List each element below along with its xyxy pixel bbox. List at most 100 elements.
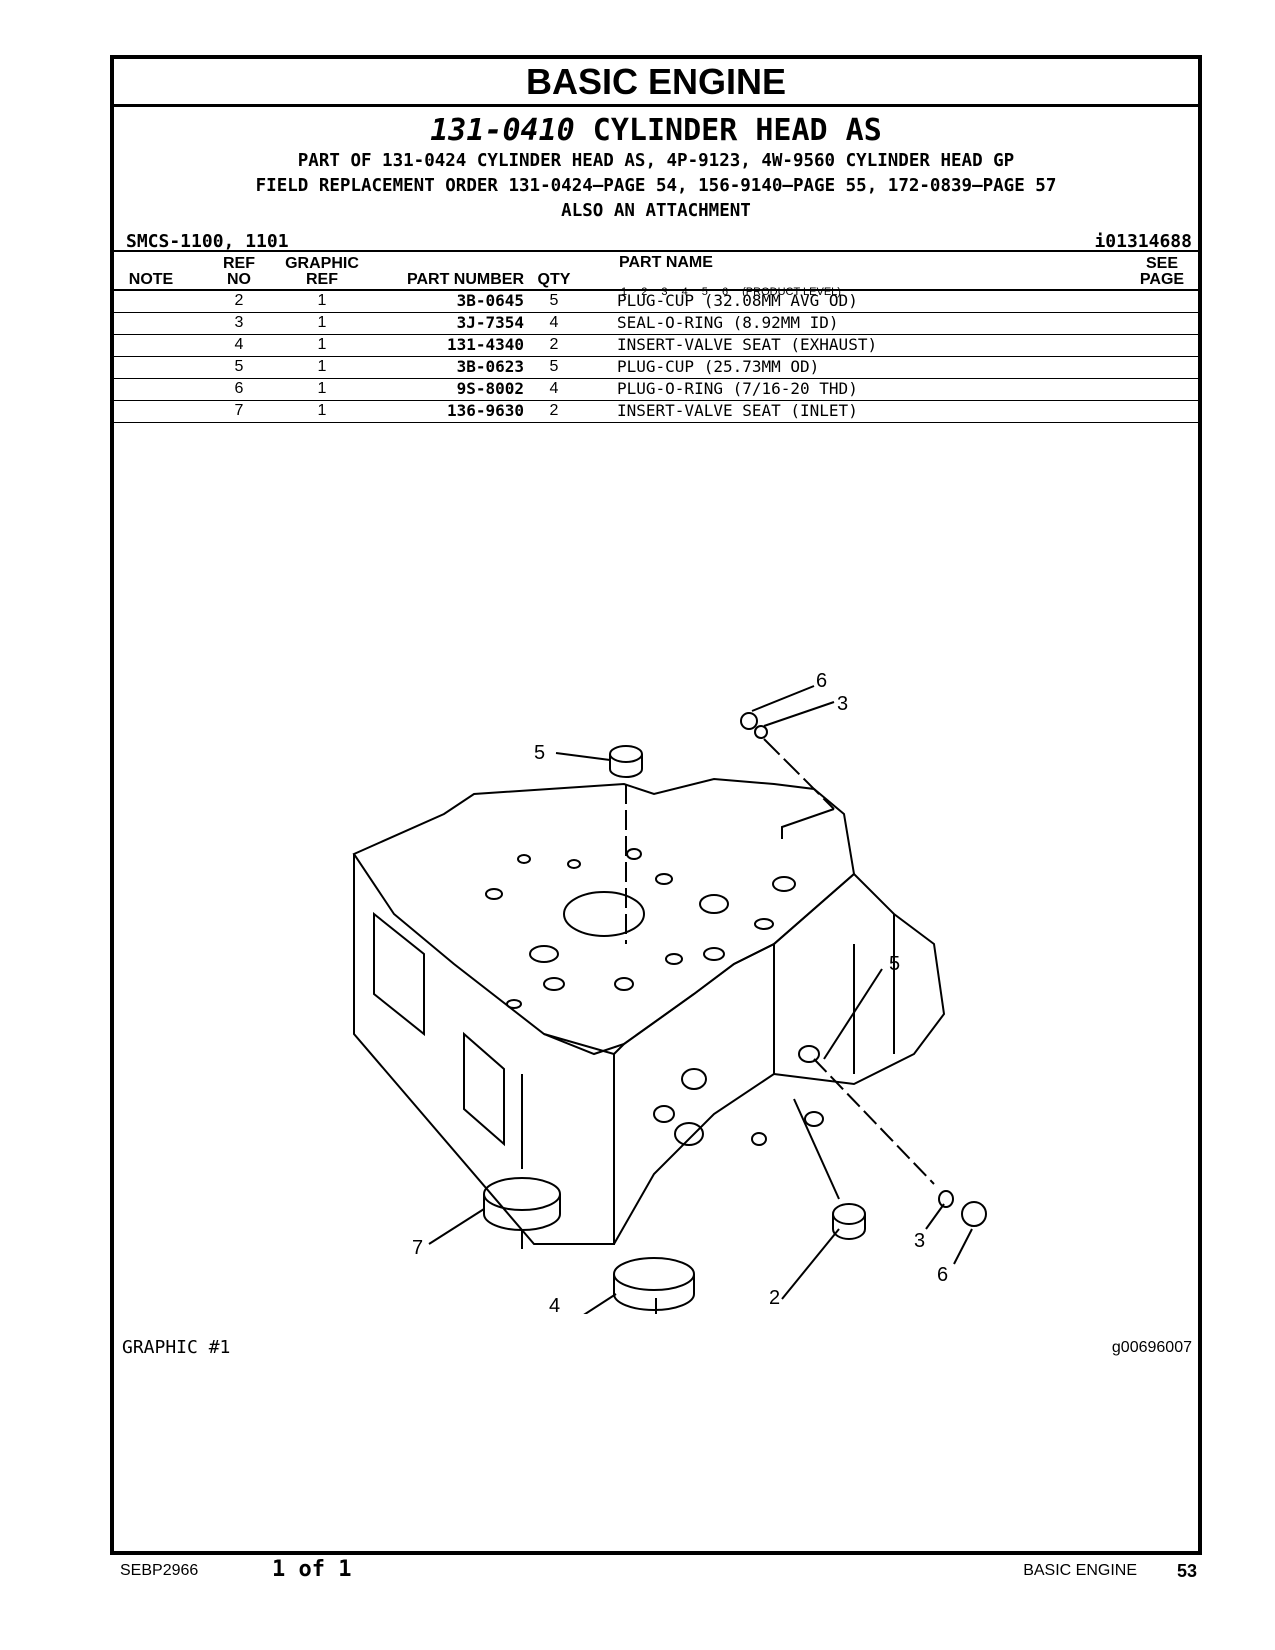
document-id: i01314688 [1094,231,1192,252]
field-replacement-line: FIELD REPLACEMENT ORDER 131-0424—PAGE 54… [255,176,1057,196]
callout-6-bottom: 6 [937,1264,948,1286]
table-row: 4 1 131-4340 2 INSERT-VALVE SEAT (EXHAUS… [114,334,1198,356]
row-part-name: SEAL-O-RING (8.92MM ID) [617,313,839,332]
col-part-name: PART NAME [619,254,713,271]
col-graphic-ref-bottom: REF [306,271,338,288]
callout-5-right: 5 [889,953,900,975]
row-divider [114,422,1198,423]
product-level-6: 6 [721,286,729,298]
row-part-name: PLUG-O-RING (7/16-20 THD) [617,379,858,398]
row-part-number: 9S-8002 [456,379,524,398]
row-ref-no: 5 [234,358,244,375]
leader-3-bottom [925,1203,945,1230]
row-graphic-ref: 1 [317,314,327,331]
row-graphic-ref: 1 [317,358,327,375]
assembly-line-2 [793,1098,840,1200]
row-qty: 2 [549,336,559,353]
table-row: 7 1 136-9630 2 INSERT-VALVE SEAT (INLET) [114,400,1198,422]
row-qty: 5 [549,358,559,375]
row-graphic-ref: 1 [317,336,327,353]
footer-section: BASIC ENGINE [1023,1562,1137,1579]
assembly-heading: 131-0410 CYLINDER HEAD AS [114,113,1198,148]
row-ref-no: 3 [234,314,244,331]
col-part-number: PART NUMBER [406,271,524,288]
plug-bore [699,894,729,914]
exhaust-seat-insert [613,1257,695,1291]
row-part-number: 3J-7354 [456,313,524,332]
header-bottom-rule [114,289,1198,291]
row-part-name: INSERT-VALVE SEAT (EXHAUST) [617,335,878,354]
footer-doc-number: SEBP2966 [120,1562,199,1579]
product-level-2: 2 [641,286,648,298]
graphic-label: GRAPHIC #1 [122,1337,231,1358]
callout-2: 2 [769,1287,780,1309]
callout-3-top: 3 [837,693,848,715]
row-part-number: 3B-0623 [456,357,524,376]
assembly-part-number: 131-0410 [430,113,575,148]
table-row: 2 1 3B-0645 5 PLUG-CUP (32.08MM AVG OD) [114,290,1198,312]
front-plug-bore-1 [674,1122,704,1146]
col-see-page-top: SEE [1145,255,1178,272]
inlet-seat-insert [483,1177,561,1211]
table-row: 6 1 9S-8002 4 PLUG-O-RING (7/16-20 THD) [114,378,1198,400]
col-see-page-bottom: PAGE [1139,271,1185,288]
page-frame: BASIC ENGINE 131-0410 CYLINDER HEAD AS P… [110,55,1202,1555]
table-row: 5 1 3B-0623 5 PLUG-CUP (25.73MM OD) [114,356,1198,378]
row-graphic-ref: 1 [317,380,327,397]
smcs-code: SMCS-1100, 1101 [126,231,289,252]
assembly-part-name: CYLINDER HEAD AS [592,113,882,148]
head-left-face [353,854,615,1245]
callout-3-bottom: 3 [914,1230,925,1252]
product-level-3: 3 [661,286,668,298]
leader-5-right [823,968,883,1060]
leader-6-top [751,685,815,712]
footer-page-count: 1 of 1 [272,1557,352,1582]
row-divider [114,356,1198,357]
row-part-name: INSERT-VALVE SEAT (INLET) [617,401,858,420]
row-part-name: PLUG-CUP (25.73MM OD) [617,357,820,376]
col-ref-no-bottom: NO [227,271,251,288]
assembly-line-6 [763,738,835,810]
cup-plug-top [609,745,643,763]
row-qty: 5 [549,292,559,309]
row-part-name: PLUG-CUP (32.08MM AVG OD) [617,291,858,310]
product-level-5: 5 [701,286,708,298]
callout-4: 4 [549,1295,560,1314]
section-title: BASIC ENGINE [114,59,1198,107]
row-ref-no: 7 [234,402,244,419]
col-ref-no-top: REF [223,255,255,272]
row-divider [114,334,1198,335]
table-row: 3 1 3J-7354 4 SEAL-O-RING (8.92MM ID) [114,312,1198,334]
leader-5-left [555,752,611,761]
o-ring-bottom [938,1190,954,1208]
callout-6-top: 6 [816,670,827,692]
valve-seat-bore [529,945,559,963]
part-of-line: PART OF 131-0424 CYLINDER HEAD AS, 4P-91… [297,151,1015,171]
cylinder-head-diagram: 6 3 5 5 7 4 2 3 6 [352,670,987,1314]
row-qty: 2 [549,402,559,419]
row-divider [114,312,1198,313]
o-ring-plug-bottom [961,1201,987,1227]
leader-2 [781,1228,840,1300]
left-window-2 [463,1031,505,1147]
row-graphic-ref: 1 [317,402,327,419]
row-part-number: 136-9630 [446,401,524,420]
row-part-number: 131-4340 [446,335,524,354]
header-top-rule [114,250,1198,252]
head-top-face [352,777,856,1056]
col-qty: QTY [537,271,571,288]
product-level-4: 4 [681,286,688,298]
front-plug-bore-2 [681,1068,707,1090]
leader-6-bottom [953,1228,973,1265]
row-part-number: 3B-0645 [456,291,524,310]
injector-bore [563,891,645,937]
orifice-plug-top [740,712,758,730]
head-front-face [613,942,775,1245]
callout-7: 7 [412,1237,423,1259]
row-ref-no: 6 [234,380,244,397]
leader-7 [428,1208,485,1245]
leader-4 [583,1293,617,1314]
col-graphic-ref-top: GRAPHIC [285,255,359,272]
attachment-line: ALSO AN ATTACHMENT [561,201,751,221]
head-right-flange [773,872,946,1086]
